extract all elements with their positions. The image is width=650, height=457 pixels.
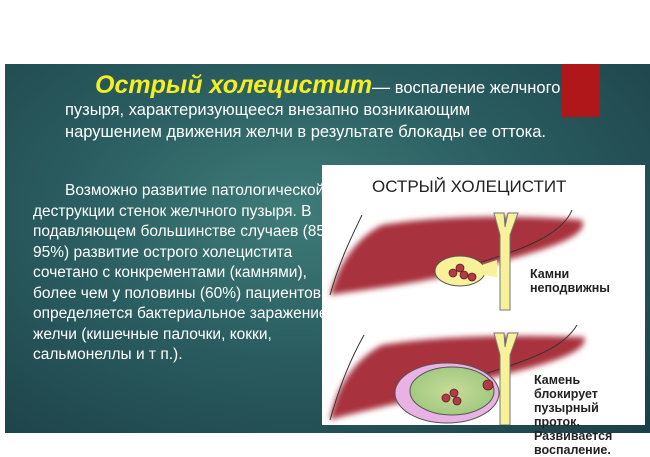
illustration-title: ОСТРЫЙ ХОЛЕЦИСТИТ (372, 177, 567, 196)
bile-duct-bottom (493, 332, 519, 425)
accent-bar (562, 64, 600, 117)
intro-text: воспаление желчного пузыря, характеризую… (65, 79, 561, 141)
illustration-drawing (329, 209, 585, 425)
bile-duct-top (493, 212, 519, 311)
caption-stones-fixed: Камни неподвижны (530, 267, 610, 295)
caption-stone-blocks: Камень блокирует пузырный проток. Развив… (534, 373, 645, 457)
gallbladder-illustration: ОСТРЫЙ ХОЛЕЦИСТИТ Камни неподвижны Камен… (322, 165, 645, 457)
caption-line: Развивается (534, 429, 613, 443)
caption-line: воспаление. (534, 443, 611, 457)
stones-top (448, 263, 477, 282)
caption-line: пузырный проток. (534, 401, 599, 429)
caption-line: Камень блокирует (534, 373, 598, 401)
intro-paragraph: Острый холецистит— воспаление желчного п… (65, 71, 565, 143)
body-paragraph: Возможно развитие патологической деструк… (33, 182, 331, 363)
stones-bottom (441, 379, 494, 406)
slide-title: Острый холецистит (95, 71, 373, 99)
title-dash: — (372, 77, 391, 97)
slide: Острый холецистит— воспаление желчного п… (5, 64, 650, 457)
